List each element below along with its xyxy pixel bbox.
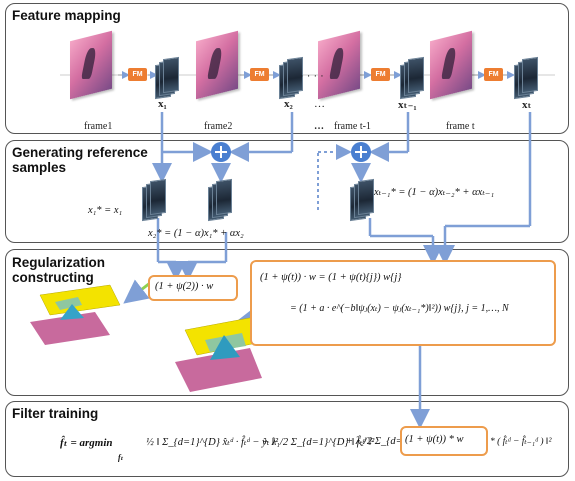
train-term-2: + λ₁/2 Σ_{d=1}^{D} ‖ f̂ₜᵈ ‖² [262, 437, 375, 448]
fm-box-4: FM [484, 68, 503, 81]
frame-label-prev: frame t-1 [334, 121, 371, 132]
reg-equation-line2: = (1 + a · e^(−b‖ψⱼ(xₜ) − ψⱼ(xₜ₋₁*)‖²)) … [290, 303, 509, 314]
train-lhs-sub: fₜ [118, 453, 124, 462]
train-term-1: ½ ‖ Σ_{d=1}^{D} x̂ₜᵈ · f̂ₜᵈ − ŷₜ ‖² [146, 437, 279, 448]
fm-box-2: FM [250, 68, 269, 81]
regularization-box-large [250, 260, 556, 346]
reg-equation-small: (1 + ψ(2)) · w [155, 281, 214, 292]
fm-box-3: FM [371, 68, 390, 81]
feature-stack-x1 [155, 56, 181, 100]
feature-stack-xt [514, 56, 540, 100]
feature-stack-xprev [400, 56, 426, 100]
ref-equation-1: x₁* = x₁ [88, 205, 123, 216]
reg-equation-line1: (1 + ψ(t)) · w = (1 + ψ(t){j}) w{j} [260, 272, 402, 283]
training-highlight-box [400, 426, 488, 456]
ref-equation-2: x₂* = (1 − α)x₁* + αx₂ [148, 228, 244, 239]
ellipsis-1: … [314, 98, 325, 110]
frame-t-image [430, 30, 472, 100]
reference-samples-title: Generating reference samples [12, 145, 148, 175]
ref-equation-t: xₜ₋₁* = (1 − α)xₜ₋₂* + αxₜ₋₁ [374, 187, 495, 198]
filter-training-title: Filter training [12, 406, 99, 421]
feature-label-xprev: xₜ₋₁ [398, 99, 417, 111]
ref-stack-2 [208, 178, 234, 222]
feature-mapping-title: Feature mapping [12, 8, 121, 23]
feature-label-x2: x₂ [284, 98, 293, 110]
fm-box-1: FM [128, 68, 147, 81]
train-term-3a: + λ₂/2 Σ_{d=1}^{D} ‖ [346, 436, 439, 447]
frame-label-2: frame2 [204, 121, 233, 132]
feature-label-x1: x₁ [158, 98, 167, 110]
frame-2-image [196, 30, 238, 100]
frame-label-1: frame1 [84, 121, 113, 132]
frame-label-t: frame t [446, 121, 475, 132]
frame-1-image [70, 30, 112, 100]
frame-prev-image [318, 30, 360, 100]
ellipsis-timeline: · · · · [300, 70, 324, 82]
train-term-3b: * ( f̂ₜᵈ − f̂ₜ₋₁ᵈ ) ‖² [490, 437, 552, 447]
train-lhs: f̂ₜ = argmin [60, 437, 113, 449]
response-map-small [30, 284, 121, 345]
feature-label-xt: xₜ [522, 99, 532, 111]
train-box-term: (1 + ψ(t)) * w [405, 434, 464, 445]
ref-stack-1 [142, 178, 168, 222]
regularization-box-small [148, 275, 238, 301]
regularization-title: Regularization constructing [12, 255, 106, 285]
ref-stack-t [350, 178, 376, 222]
ellipsis-2: … [314, 121, 324, 132]
